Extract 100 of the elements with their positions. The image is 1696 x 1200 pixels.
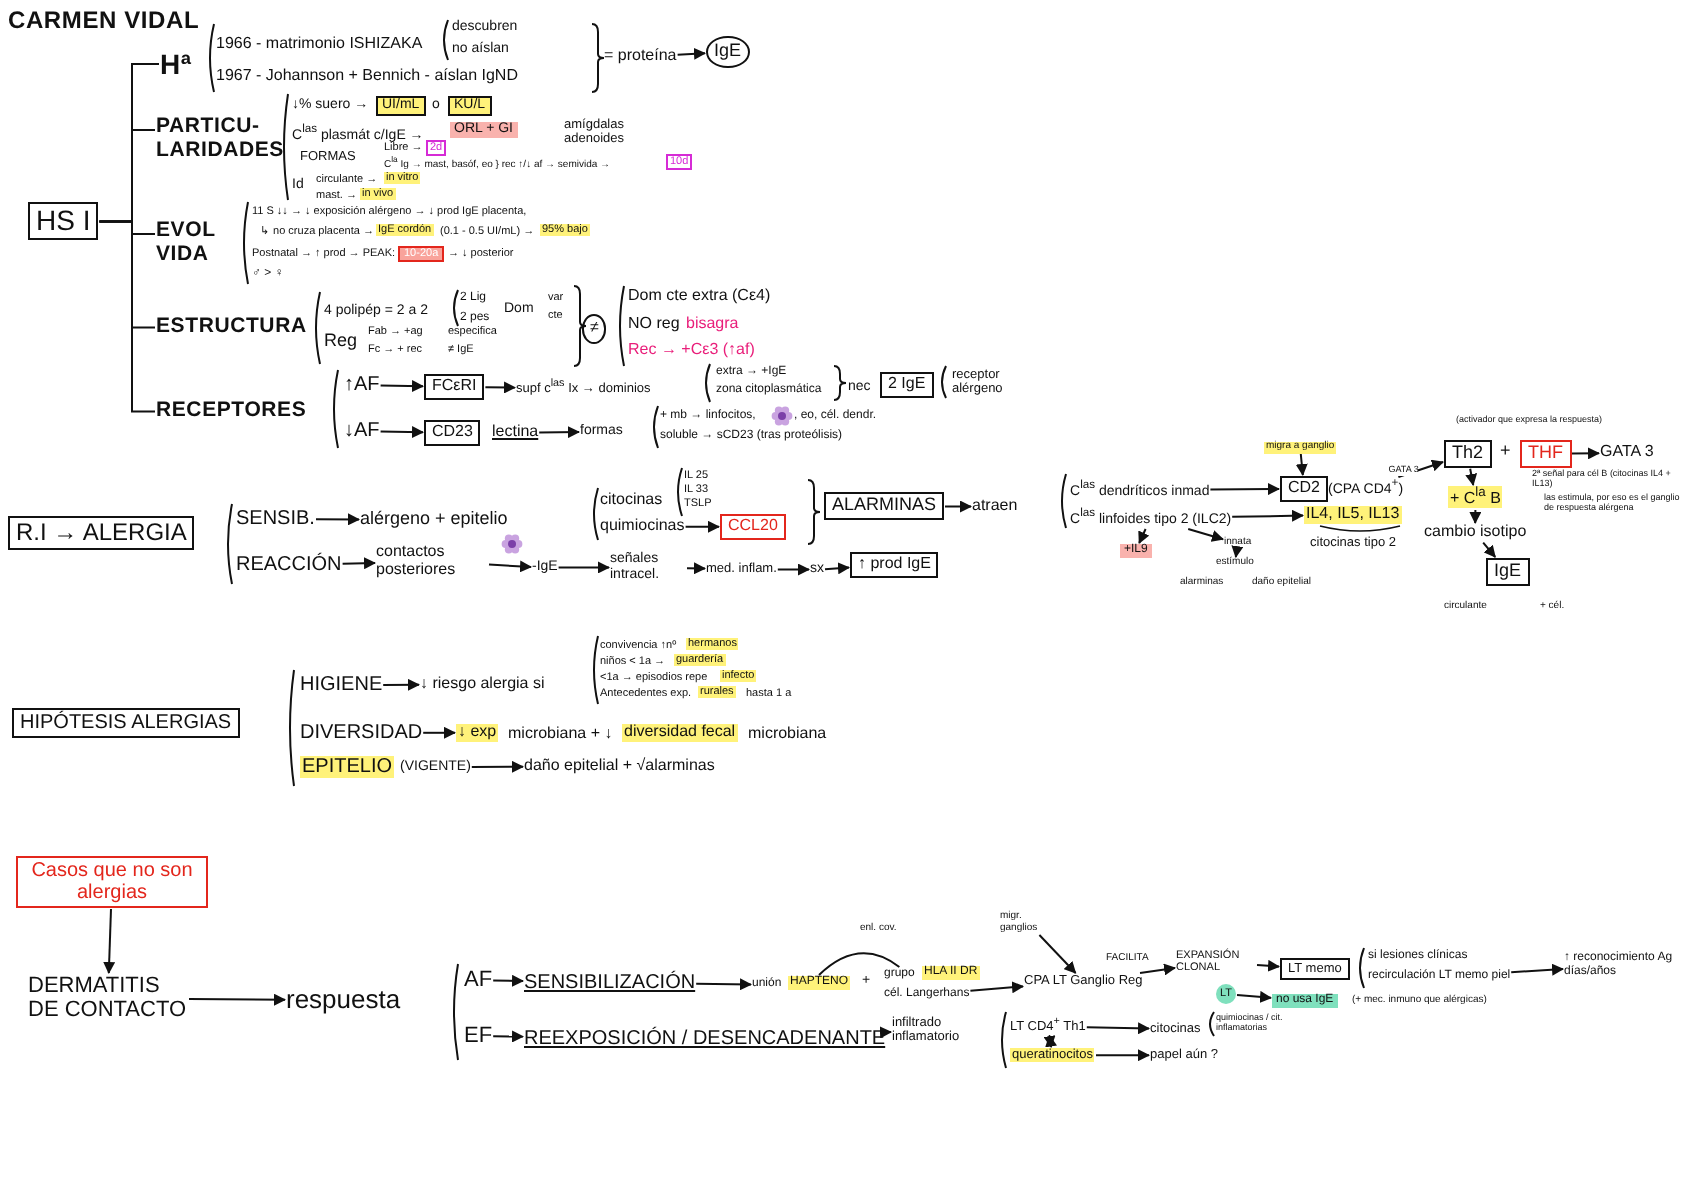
branch-heading: Hª [160,50,192,81]
note-text: DIVERSIDAD [300,722,423,744]
arrow [776,563,810,576]
note-text: respuesta [286,986,401,1015]
note-text: bisagra [686,316,739,334]
note-text: AF [464,968,493,993]
arrow [492,1030,524,1043]
arrow [315,513,360,526]
note-text: = proteína [604,48,677,66]
arrow [1482,541,1497,558]
arrow [470,760,524,773]
arrow [484,381,516,394]
arrow [488,560,532,573]
arrow [1571,447,1600,460]
boxed-term: HIPÓTESIS ALERGIAS [12,708,240,738]
boxed-term: IgE [1486,558,1530,586]
boxed-term: THF [1520,440,1571,468]
highlighted-text: diversidad fecal [622,724,738,742]
connector-line [98,220,156,413]
boxed-term: HS I [28,202,99,241]
arrow [1397,459,1444,478]
arrow [492,974,524,987]
branch-heading: EVOL VIDA [156,220,252,267]
arrow [695,978,752,991]
arrow [944,500,972,513]
branch-heading: RECEPTORES [156,400,307,424]
arrow [824,562,850,575]
branch-heading: ESTRUCTURA [156,316,307,340]
arrow [1510,963,1564,976]
arrow [1085,1022,1150,1035]
note-text: Reg [324,332,358,352]
arrow [382,678,420,691]
note-text: GATA 3 [1600,444,1654,462]
note-text: quimiocinas [600,518,685,536]
arrow [1469,509,1482,524]
note-text: atraen [972,498,1018,516]
boxed-term: CCL20 [720,514,786,540]
underlined-heading: SENSIBILIZACIÓN [524,972,696,994]
arrow [379,426,424,438]
page-title: CARMEN VIDAL [8,8,200,35]
arrow [1231,545,1244,558]
note-text: alérgeno + epitelio [360,510,508,530]
note-text: citocinas [600,492,663,510]
arrow [684,520,720,533]
note-text: 1967 - Johannson + Bennich - aíslan IgND [216,68,518,86]
arrow [686,562,706,575]
arrow [379,380,424,392]
arrow [557,561,610,574]
note-text: contactos posteriores [376,544,488,580]
note-text: ↓ riesgo alergia si [420,676,545,694]
arrow [1231,509,1304,522]
note-text: SENSIB. [236,508,315,530]
arrow [1138,528,1150,544]
highlighted-text: ↓ exp [456,724,499,742]
note-text: DERMATITIS DE CONTACTO [28,974,188,1023]
arrow [1209,483,1280,496]
boxed-term: ↑ prod IgE [850,552,939,578]
note-text: microbiana [748,726,827,744]
boxed-term: Casos que no son alergias [16,856,208,908]
arrow [538,426,580,439]
arrow [1139,963,1176,976]
arrow [1187,528,1224,542]
arrow [1236,990,1272,1003]
arrow [1256,959,1280,972]
note-text: ↑AF [344,374,380,396]
note-text: HIGIENE [300,674,383,696]
note-text: microbiana + ↓ [508,726,613,744]
underlined-heading: REEXPOSICIÓN / DESENCADENANTE [524,1028,886,1050]
connector-line [818,952,901,976]
arrow [341,557,376,570]
boxed-term: 2 IgE [880,372,934,398]
note-text: REACCIÓN [236,554,342,576]
note-text: ↓AF [344,420,380,442]
boxed-term: R.I → ALERGIA [8,516,195,551]
arrow [1095,1049,1150,1062]
note-text: Rec → +Cε3 (↑af) [628,342,755,360]
highlighted-text: IL4, IL5, IL13 [1304,506,1402,524]
underlined-heading: lectina [492,424,539,442]
boxed-term: Th2 [1444,440,1492,468]
note-text: EF [464,1024,493,1049]
arrow [1038,934,1077,974]
highlighted-text: EPITELIO [300,756,395,778]
arrow [1465,467,1478,486]
branch-heading: PARTICU- LARIDADES [156,116,284,163]
arrow [1295,453,1308,476]
arrow [103,908,116,974]
arrow [676,47,706,60]
note-text: daño epitelial + √alarminas [524,758,715,776]
arrow [879,1026,892,1039]
arrow [969,981,1024,994]
circled-term: IgE [706,36,750,68]
boxed-term: CD2 [1280,476,1329,502]
note-text: cambio isotipo [1424,524,1527,542]
note-text: 1966 - matrimonio ISHIZAKA [216,36,423,54]
note-text: + [1500,442,1511,462]
boxed-term: FCεRI [424,374,485,400]
double-arrow [1043,1034,1058,1048]
arrow [188,993,286,1006]
boxed-term: CD23 [424,420,481,446]
arrow [422,726,456,739]
